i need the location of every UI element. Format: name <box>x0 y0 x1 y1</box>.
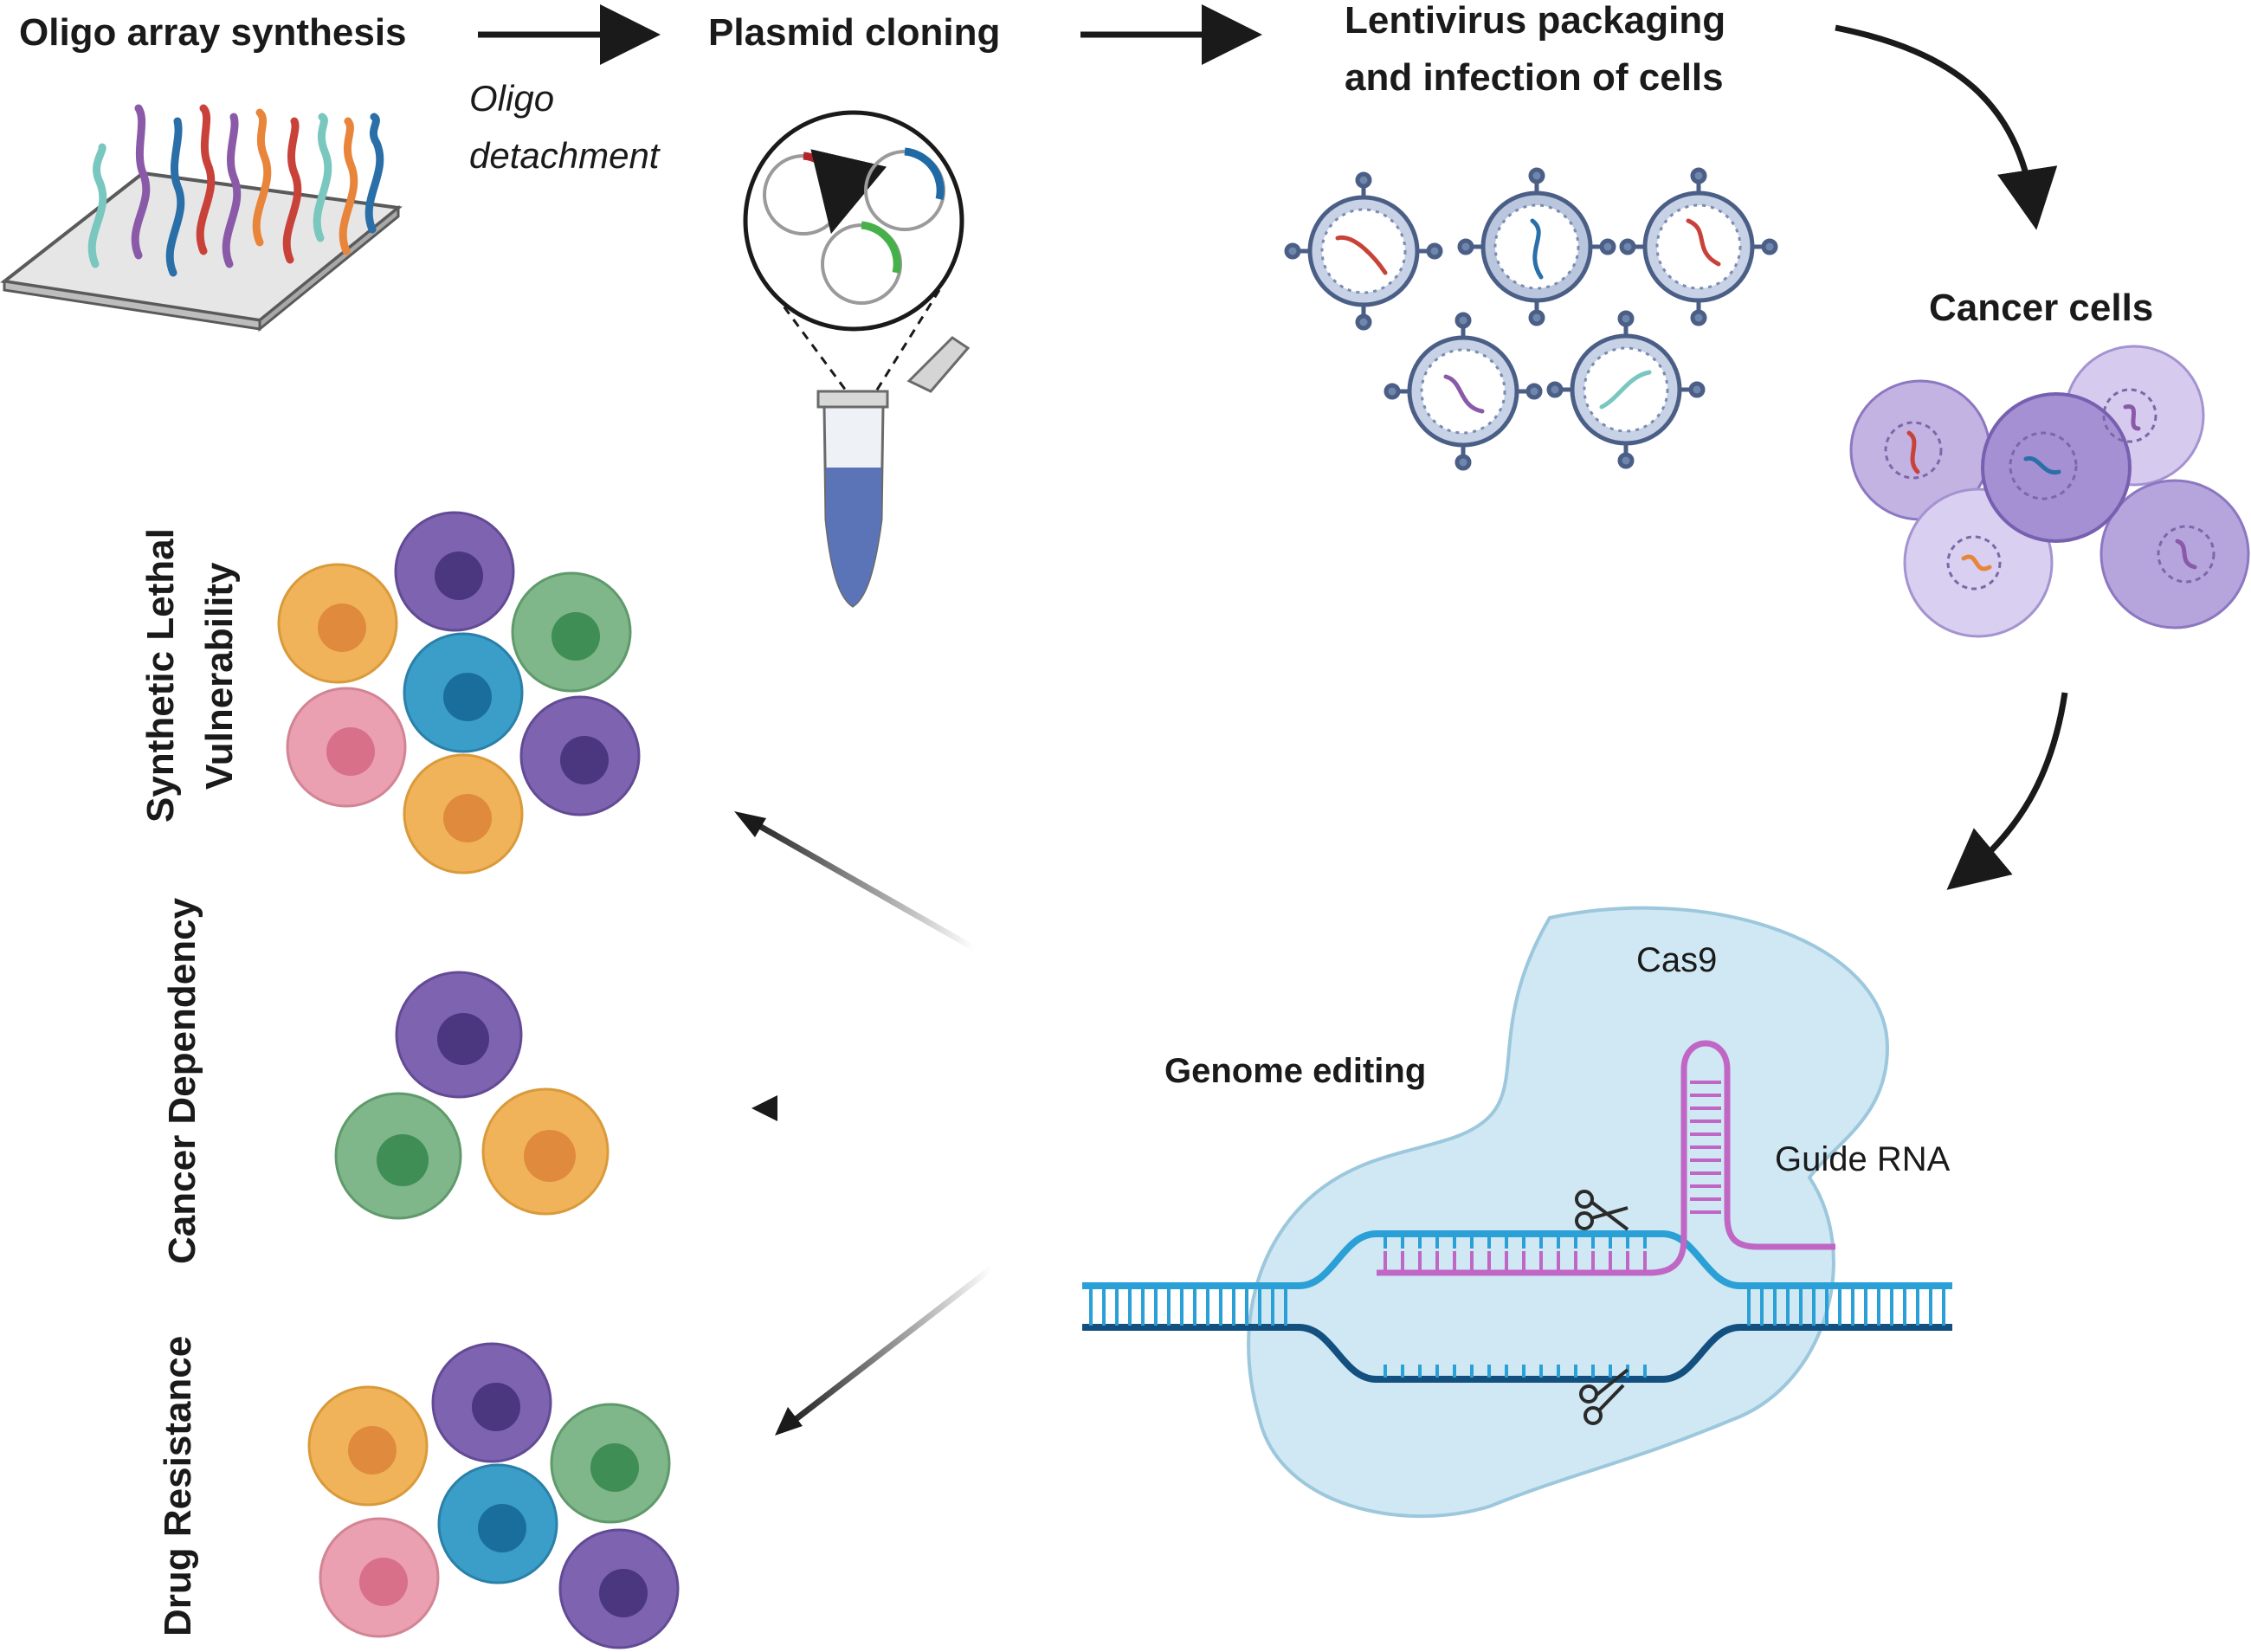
label-oligo-array: Oligo array synthesis <box>19 11 407 54</box>
oligo-array-slide <box>0 104 403 332</box>
label-oligo-detachment-1: Oligo <box>469 78 554 119</box>
label-lentivirus-1: Lentivirus packaging <box>1345 0 1725 42</box>
cell-cluster-drug-resistance <box>307 1342 680 1649</box>
label-cancer-cells: Cancer cells <box>1929 287 2153 329</box>
scissors-icon-lower <box>1579 1368 1629 1425</box>
arrow-lentivirus-to-cancer <box>1835 24 2058 230</box>
label-plasmid-cloning: Plasmid cloning <box>708 11 1000 54</box>
label-cancer-dependency: Cancer Dependency <box>161 897 203 1264</box>
lentivirus-cluster <box>1284 167 1778 471</box>
microcentrifuge-tube <box>816 336 971 608</box>
label-cas9: Cas9 <box>1636 941 1717 979</box>
cell-cluster-cancer-dependency <box>334 971 610 1220</box>
cell-cluster-synthetic-lethal <box>277 511 641 874</box>
label-drug-resistance: Drug Resistance <box>157 1336 199 1636</box>
scissors-icon <box>1575 1190 1629 1231</box>
label-guide-rna: Guide RNA <box>1775 1140 1951 1178</box>
guide-rna-strand <box>1377 1040 1835 1276</box>
label-oligo-detachment-2: detachment <box>469 135 661 176</box>
dna-strands <box>1082 1230 1952 1383</box>
label-synthetic-lethal-1: Synthetic Lethal <box>139 528 182 823</box>
label-genome-editing: Genome editing <box>1164 1052 1426 1090</box>
cas9-complex <box>1247 906 1890 1519</box>
outcome-arrows <box>734 811 994 1436</box>
label-synthetic-lethal-2: Vulnerability <box>198 562 241 790</box>
plasmid-magnifier <box>743 110 964 395</box>
cancer-cell-cluster <box>1849 345 2250 638</box>
label-lentivirus-2: and infection of cells <box>1345 56 1724 99</box>
arrow-cancer-to-editing <box>1946 692 2068 890</box>
